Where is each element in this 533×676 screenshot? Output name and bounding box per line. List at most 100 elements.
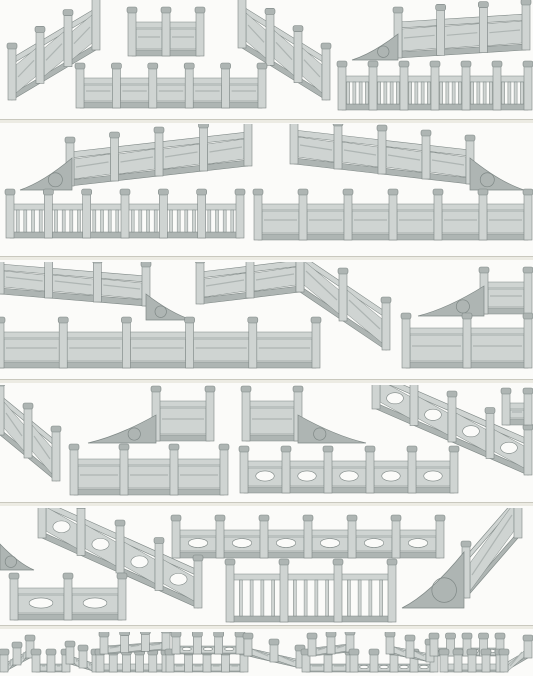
railing-post	[481, 653, 491, 673]
railing-post-cap	[214, 514, 226, 522]
railing-panel	[127, 465, 171, 489]
railing-band-3-art	[0, 262, 533, 369]
railing-carving	[509, 651, 523, 667]
railing-panel	[509, 409, 525, 419]
railing-post	[237, 0, 247, 49]
railing-panel	[193, 338, 250, 362]
railing-post	[193, 635, 202, 655]
railing-panel	[396, 210, 435, 234]
railing-band-4-art	[0, 385, 533, 496]
railing-post	[46, 653, 56, 673]
railing-carving	[33, 435, 51, 460]
railing-post	[388, 193, 398, 241]
railing-post-cap	[24, 634, 36, 642]
railing	[237, 0, 332, 101]
railing-post	[307, 637, 317, 657]
railing-post	[248, 321, 258, 369]
railing-post	[298, 193, 308, 241]
railing-panel	[135, 28, 163, 50]
railing-cloud-cutout	[423, 470, 443, 482]
railing-post-cap	[170, 514, 182, 522]
railing-post	[119, 448, 129, 496]
railing-post-cap	[126, 6, 138, 14]
railing	[336, 60, 533, 111]
railing-panel	[441, 210, 480, 234]
railing	[438, 648, 506, 673]
railing-post	[195, 11, 205, 57]
railing	[64, 124, 253, 187]
railing	[170, 632, 246, 655]
railing-post-cap	[337, 267, 349, 275]
railing-post	[289, 124, 299, 165]
railing-post-cap	[400, 312, 412, 320]
railing-post	[117, 577, 127, 621]
railing-post	[7, 47, 17, 101]
railing-cloud-cutout	[364, 538, 384, 548]
railing-post-cap	[387, 188, 399, 196]
railing-post-cap	[194, 6, 206, 14]
railing-post	[245, 262, 255, 299]
railing-post-cap	[420, 129, 432, 137]
railing-baluster	[222, 209, 227, 233]
railing	[0, 385, 62, 482]
railing-post-cap	[0, 648, 10, 656]
railing-baluster	[451, 81, 456, 105]
railing-post	[122, 653, 131, 673]
railing-top-rail	[483, 281, 529, 289]
railing-carving	[5, 412, 23, 437]
railing-plinth	[229, 615, 393, 623]
railing-post	[447, 395, 457, 443]
railing-post	[195, 262, 205, 305]
railing-post	[343, 193, 353, 241]
railing-carving	[415, 651, 425, 657]
railing-post-cap	[500, 387, 512, 395]
railing-post	[0, 262, 5, 295]
railing-baluster	[365, 81, 369, 105]
railing-post-cap	[342, 188, 354, 196]
railing-post-cap	[111, 62, 122, 70]
railing-baluster	[176, 209, 181, 233]
railing-end-stone-scroll	[377, 45, 390, 58]
railing-carving	[209, 146, 243, 153]
railing-post	[281, 450, 291, 494]
railing-baluster	[192, 209, 196, 233]
railing-cloud-cutout	[28, 597, 54, 609]
railing-post-cap	[478, 266, 490, 274]
railing-post	[91, 0, 101, 51]
railing-post-cap	[256, 62, 268, 70]
railing-post	[295, 262, 305, 293]
railing	[289, 124, 476, 185]
railing-post	[243, 124, 253, 167]
railing-top-rail	[155, 400, 211, 408]
railing-carving	[103, 284, 141, 290]
railing-carving	[343, 149, 377, 156]
railing-carving	[22, 651, 25, 660]
railing-top-rail	[73, 458, 225, 466]
railing-post-cap	[92, 262, 103, 264]
railing-panel	[401, 26, 437, 52]
railing-panel	[487, 288, 525, 308]
railing-post	[120, 193, 130, 239]
railing-baluster	[38, 209, 43, 233]
railing-post	[433, 193, 443, 241]
railing-baluster	[61, 209, 66, 233]
railing-post	[115, 524, 125, 574]
railing-post	[326, 635, 336, 655]
railing-carving	[88, 661, 91, 667]
railing-post-cap	[45, 648, 57, 656]
railing-baluster	[377, 81, 381, 105]
railing-post-cap	[522, 634, 533, 642]
railing-post-cap	[268, 638, 280, 646]
railing-post	[439, 653, 449, 673]
railing	[126, 6, 206, 57]
railing-post	[257, 67, 267, 109]
railing-cloud-cutout	[276, 538, 296, 548]
railing-post	[241, 390, 251, 442]
railing-post	[44, 262, 53, 299]
railing-post-cap	[522, 188, 533, 196]
railing-post-cap	[258, 514, 270, 522]
railing-cloud-cutout	[339, 470, 359, 482]
railing-post-cap	[74, 62, 86, 70]
railing-post	[467, 653, 477, 673]
railing-post-cap	[0, 316, 6, 324]
